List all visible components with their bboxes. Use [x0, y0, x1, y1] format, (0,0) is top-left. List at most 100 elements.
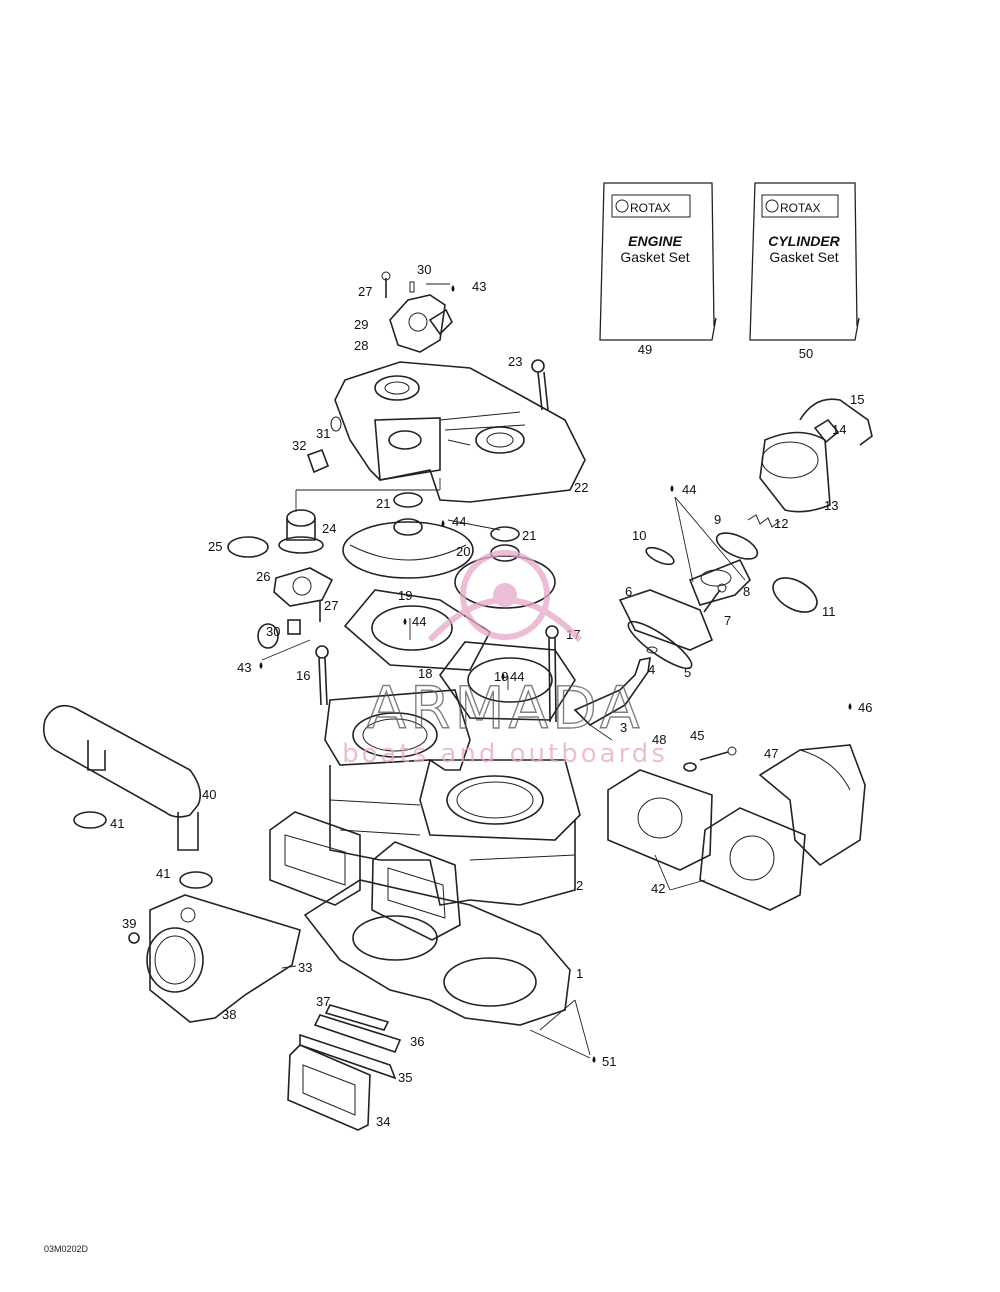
callout-30b: 30: [266, 624, 280, 639]
callout-48: 48: [652, 732, 666, 747]
watermark-title: ARMADA: [366, 674, 643, 742]
callout-7: 7: [724, 613, 731, 628]
bearing-housing-8: [688, 558, 751, 606]
callout-44: 44: [452, 514, 466, 529]
callout-44b: 44: [412, 614, 426, 629]
thermostat-gasket: [273, 567, 334, 607]
reed-gasket-35: [299, 1033, 397, 1080]
valve-cover-13: [759, 431, 831, 513]
head-gasket-rear: [439, 641, 576, 721]
stud-17: [545, 625, 559, 723]
callout-41: 41: [110, 816, 124, 831]
callout-43: 43: [472, 279, 486, 294]
wire-clip-15: [799, 398, 873, 446]
rotary-valve-shaft: [573, 656, 651, 726]
callout-12: 12: [774, 516, 788, 531]
callout-20: 20: [456, 544, 470, 559]
stud-16: [315, 645, 329, 706]
cylinder-gasket-set-booklet: ROTAX CYLINDER Gasket Set 50: [749, 182, 860, 361]
callout-42: 42: [651, 881, 665, 896]
cylinder-head: [334, 361, 586, 503]
engine-booklet-title: ENGINE: [628, 233, 682, 249]
callout-29: 29: [354, 317, 368, 332]
callout-27: 27: [358, 284, 372, 299]
engine-gasket-set-booklet: ROTAX ENGINE Gasket Set 49: [599, 182, 717, 357]
o-ring-21b: [490, 526, 520, 542]
reed-block-34: [287, 1044, 371, 1131]
intake-manifold: [146, 894, 301, 1023]
reed-petal-36: [313, 1014, 402, 1053]
callout-31: 31: [316, 426, 330, 441]
callout-27b: 27: [324, 598, 338, 613]
callout-23: 23: [508, 354, 522, 369]
callout-14: 14: [832, 422, 846, 437]
callout-41b: 41: [156, 866, 170, 881]
washer-4: [646, 646, 658, 654]
hose-nipple: [257, 623, 279, 649]
plug-14: [813, 418, 840, 444]
callout-21: 21: [376, 496, 390, 511]
callout-11: 11: [822, 604, 836, 619]
callout-45: 45: [690, 728, 704, 743]
callout-32: 32: [292, 438, 306, 453]
callout-6: 6: [625, 584, 632, 599]
engine-booklet-subtitle: Gasket Set: [620, 249, 689, 265]
callout-33: 33: [298, 960, 312, 975]
clamp-41: [73, 811, 107, 829]
adaptor-plate-42b: [699, 807, 806, 911]
callout-43b: 43: [237, 660, 251, 675]
callout-44c: 44: [510, 669, 524, 684]
intake-port-rear: [371, 841, 461, 941]
callout-21b: 21: [522, 528, 536, 543]
head-gasket-front: [343, 589, 492, 671]
callout-50: 50: [799, 346, 813, 361]
thermostat: [278, 509, 324, 554]
o-ring: [227, 536, 269, 558]
callout-51: 51: [602, 1054, 616, 1069]
callout-5: 5: [684, 665, 691, 680]
callout-26: 26: [256, 569, 270, 584]
plug: [306, 416, 342, 474]
callout-9: 9: [714, 512, 721, 527]
callout-1: 1: [576, 966, 583, 981]
washer-48: [683, 762, 697, 772]
watermark-subtitle: boats and outboards: [342, 739, 668, 769]
leader-lines: [261, 283, 746, 1059]
seal-5: [627, 620, 693, 670]
drawing-code: 03M0202D: [44, 1244, 89, 1254]
o-ring-9: [715, 532, 759, 560]
callout-labels: 1 2 3 4 5 6 7 8 9 10 11 12 13 14 15 16 1…: [110, 262, 872, 1129]
o-ring-11: [772, 577, 818, 613]
cylinder-booklet-brand: ROTAX: [780, 201, 820, 215]
watermark: ARMADA boats and outboards: [342, 550, 668, 769]
rotary-valve-cover-47: [758, 744, 866, 867]
callout-34: 34: [376, 1114, 390, 1129]
thermostat-housing: [381, 271, 453, 353]
callout-38: 38: [222, 1007, 236, 1022]
callout-15: 15: [850, 392, 864, 407]
cylinder-booklet-title: CYLINDER: [768, 233, 840, 249]
callout-49: 49: [638, 342, 652, 357]
callout-4: 4: [648, 662, 655, 677]
cylinder-block: [324, 689, 581, 906]
spring-12: [747, 514, 781, 528]
callout-18: 18: [418, 666, 432, 681]
watermark-logo-icon: [460, 550, 550, 640]
callout-19: 19: [398, 588, 412, 603]
callout-19b: 19: [494, 669, 508, 684]
callout-44d: 44: [682, 482, 696, 497]
callout-40: 40: [202, 787, 216, 802]
engine-booklet-brand: ROTAX: [630, 201, 670, 215]
valve-housing-6: [618, 589, 714, 651]
callout-16: 16: [296, 668, 310, 683]
callout-2: 2: [576, 878, 583, 893]
o-ring-10: [645, 546, 675, 566]
screw-45: [699, 746, 737, 761]
sealant-drop-icon: [259, 285, 852, 1063]
head-cover-front: [342, 518, 474, 579]
callout-35: 35: [398, 1070, 412, 1085]
callout-36: 36: [410, 1034, 424, 1049]
callout-25: 25: [208, 539, 222, 554]
cylinder-booklet-subtitle: Gasket Set: [769, 249, 838, 265]
